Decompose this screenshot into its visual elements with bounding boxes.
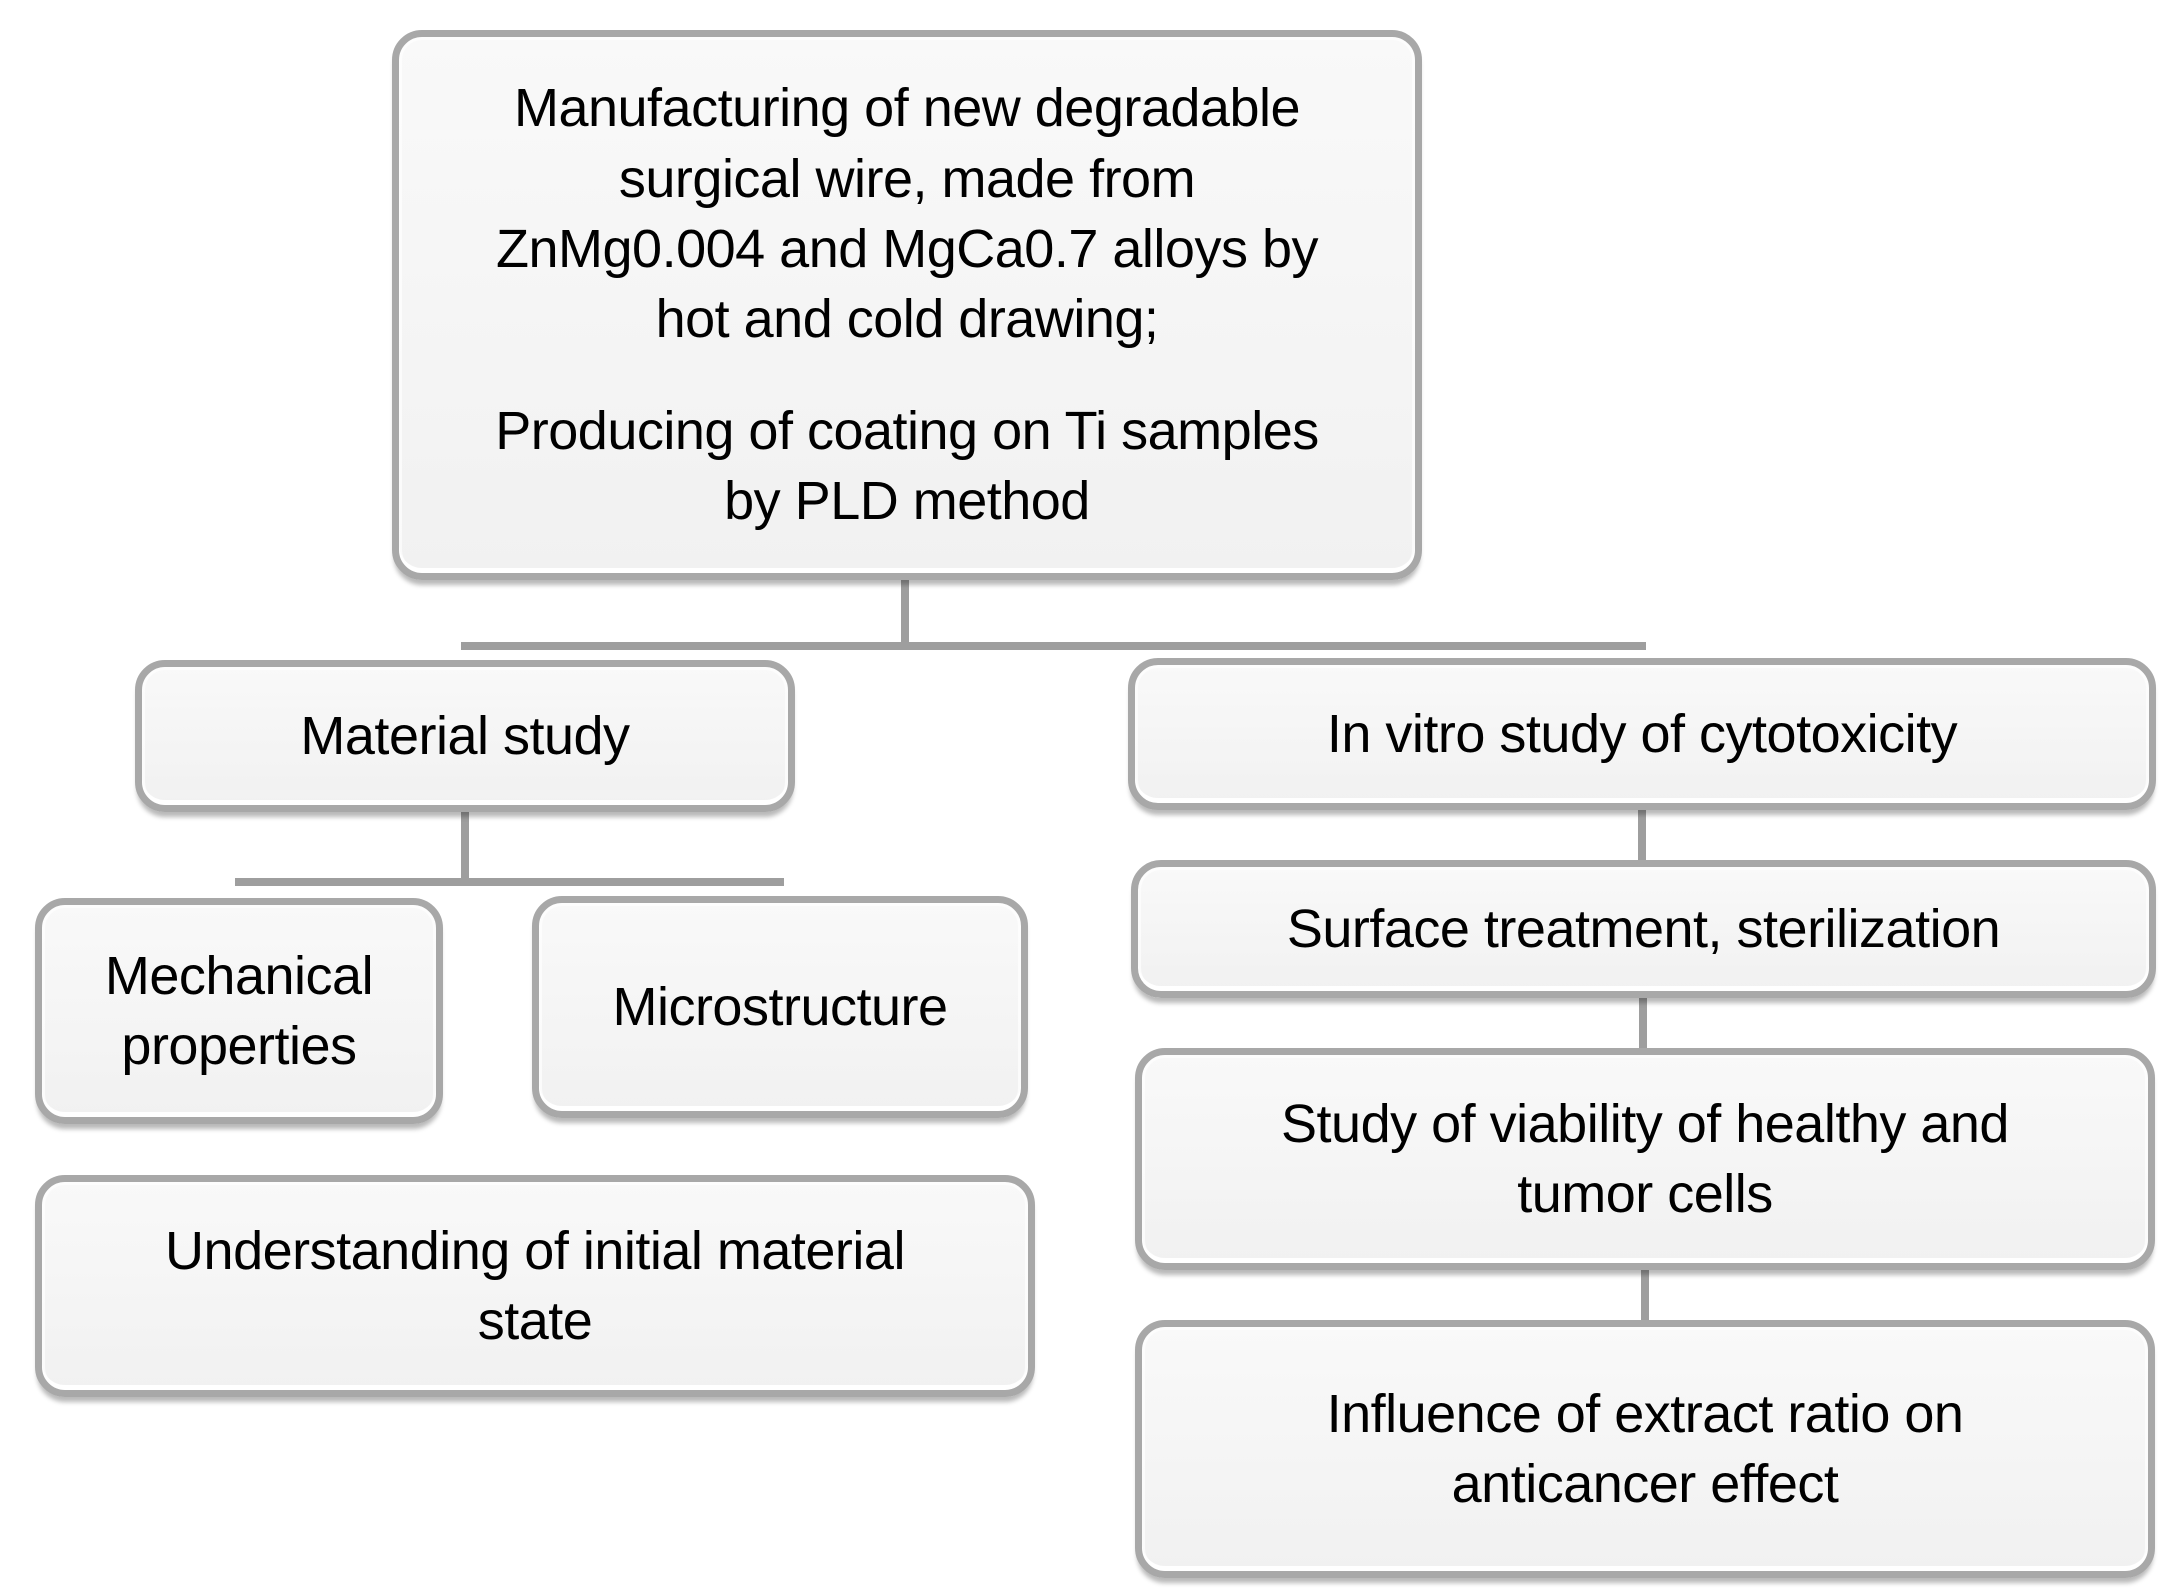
node-understanding-initial-state: Understanding of initial material state: [35, 1175, 1035, 1397]
node-manufacturing-paragraph-2: Producing of coating on Ti samples by PL…: [495, 401, 1319, 532]
node-extract-ratio-influence-label: Influence of extract ratio on anticancer…: [1326, 1383, 1964, 1514]
connector-branch-horizontal: [461, 642, 1646, 650]
node-material-study: Material study: [135, 660, 795, 812]
connector-surface-to-viability: [1639, 996, 1647, 1052]
connector-invitro-to-surface: [1638, 808, 1646, 864]
connector-root-to-branches: [901, 576, 909, 650]
node-extract-ratio-influence: Influence of extract ratio on anticancer…: [1135, 1320, 2155, 1578]
node-manufacturing-paragraph-1: Manufacturing of new degradable surgical…: [496, 78, 1318, 349]
node-microstructure-label: Microstructure: [612, 976, 948, 1037]
node-microstructure: Microstructure: [532, 896, 1028, 1118]
node-mechanical-properties: Mechanical properties: [35, 898, 443, 1124]
node-manufacturing-root: Manufacturing of new degradable surgical…: [392, 30, 1422, 580]
node-in-vitro-study: In vitro study of cytotoxicity: [1128, 658, 2156, 810]
node-viability-study: Study of viability of healthy and tumor …: [1135, 1048, 2155, 1270]
node-understanding-initial-state-label: Understanding of initial material state: [165, 1220, 905, 1351]
node-material-study-label: Material study: [300, 705, 630, 766]
connector-material-to-children: [461, 812, 469, 886]
node-surface-treatment: Surface treatment, sterilization: [1131, 860, 2156, 998]
node-viability-study-label: Study of viability of healthy and tumor …: [1281, 1093, 2009, 1224]
node-mechanical-properties-label: Mechanical properties: [104, 945, 374, 1076]
connector-material-horizontal: [235, 878, 784, 886]
connector-viability-to-influence: [1641, 1268, 1649, 1324]
node-in-vitro-study-label: In vitro study of cytotoxicity: [1326, 703, 1958, 764]
node-surface-treatment-label: Surface treatment, sterilization: [1286, 898, 2001, 959]
